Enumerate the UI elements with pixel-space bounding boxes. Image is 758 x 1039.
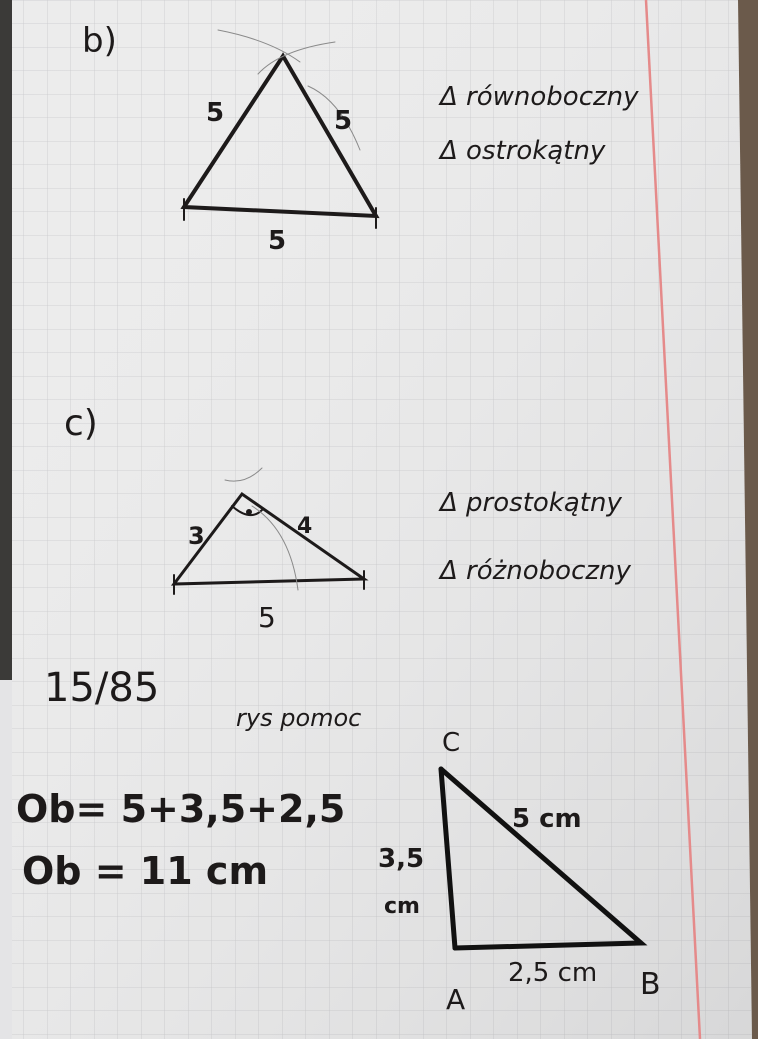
part-c-class-2: Δ różnoboczny xyxy=(440,556,631,586)
triangle-b xyxy=(180,29,380,229)
task-note: rys pomoc xyxy=(236,704,362,732)
right-angle-dot xyxy=(246,509,252,515)
part-b-class-2: Δ ostrokątny xyxy=(440,136,606,166)
perimeter-result: Ob = 11 cm xyxy=(22,849,269,893)
vertex-c: C xyxy=(442,728,461,758)
part-b-label: b) xyxy=(82,21,117,61)
part-b-class-1: Δ równoboczny xyxy=(440,82,639,112)
part-c-side-right: 4 xyxy=(297,514,313,539)
vertex-b: B xyxy=(640,967,661,1002)
triangle-c xyxy=(170,467,369,595)
part-c-label: c) xyxy=(64,403,98,444)
vertex-a: A xyxy=(446,983,466,1016)
part-b-side-left: 5 xyxy=(206,98,225,128)
part-c-class-1: Δ prostokątny xyxy=(440,488,622,518)
side-ab-label: 2,5 cm xyxy=(508,958,598,988)
triangle-abc xyxy=(438,766,648,951)
part-b-side-right: 5 xyxy=(334,106,353,136)
task-number: 15/85 xyxy=(44,665,160,711)
side-ac-unit: cm xyxy=(384,894,420,919)
perimeter-formula: Ob= 5+3,5+2,5 xyxy=(16,787,346,831)
part-b-side-bottom: 5 xyxy=(268,226,287,256)
side-ac-value: 3,5 xyxy=(378,844,425,874)
side-bc-label: 5 cm xyxy=(512,804,582,834)
margin-line xyxy=(644,0,702,1039)
part-c-side-left: 3 xyxy=(188,522,205,550)
part-c-side-bottom: 5 xyxy=(258,601,276,634)
